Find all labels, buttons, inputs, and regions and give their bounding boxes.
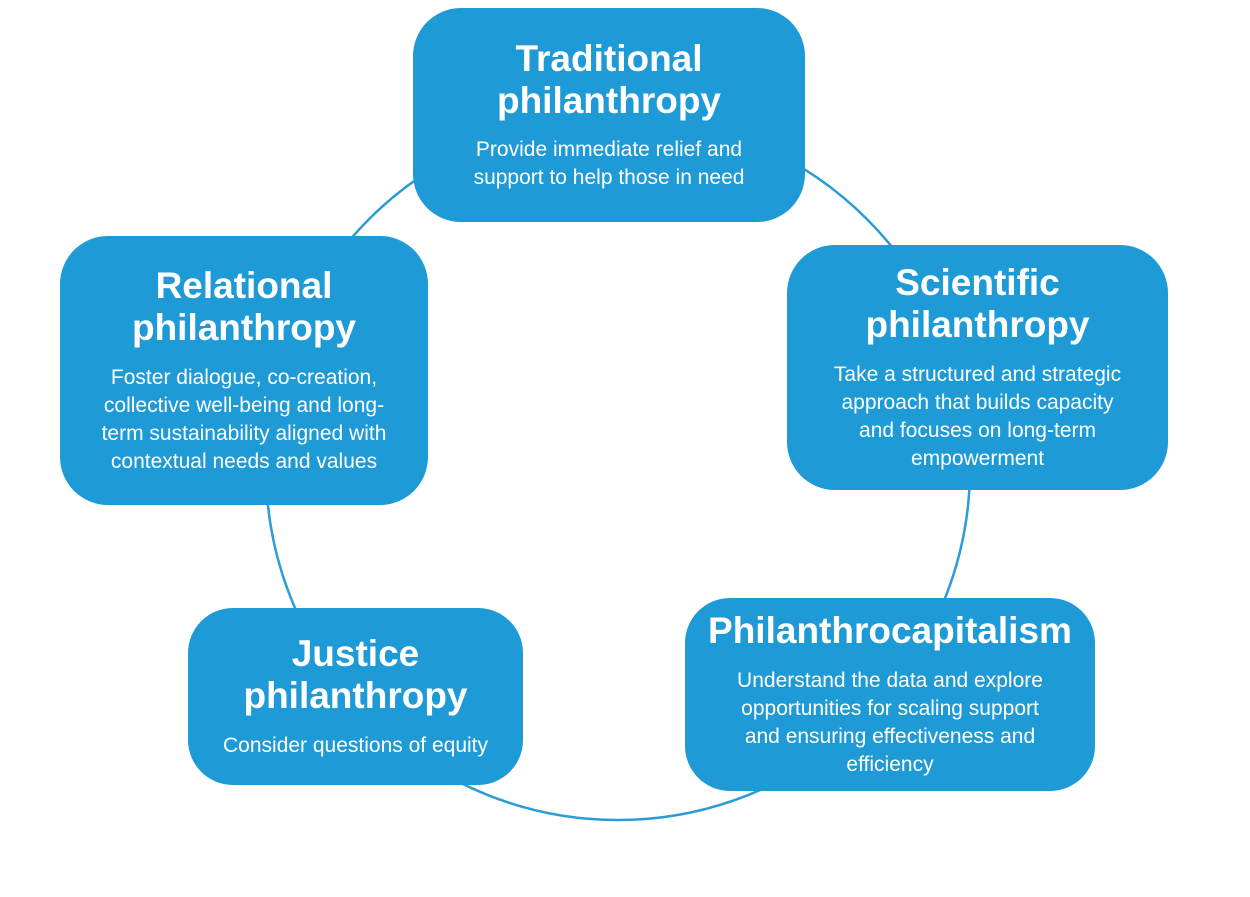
node-title: Justice philanthropy [243, 633, 468, 717]
node-title: Philanthrocapitalism [708, 610, 1072, 652]
node-description: Foster dialogue, co-creation, collective… [101, 365, 387, 473]
node-description: Provide immediate relief and support to … [473, 138, 745, 190]
node-description: Consider questions of equity [223, 733, 488, 757]
node-scientific-philanthropy: Scientific philanthropy Take a structure… [787, 245, 1168, 490]
node-title: Scientific philanthropy [865, 262, 1090, 346]
node-description: Take a structured and strategic approach… [833, 362, 1122, 470]
node-title: Relational philanthropy [131, 265, 357, 349]
node-relational-philanthropy: Relational philanthropy Foster dialogue,… [60, 236, 428, 505]
node-traditional-philanthropy: Traditional philanthropy Provide immedia… [413, 8, 805, 222]
node-justice-philanthropy: Justice philanthropy Consider questions … [188, 608, 523, 785]
node-description: Understand the data and explore opportun… [737, 669, 1043, 776]
node-title: Traditional philanthropy [496, 37, 722, 121]
node-philanthrocapitalism: Philanthrocapitalism Understand the data… [685, 598, 1095, 791]
